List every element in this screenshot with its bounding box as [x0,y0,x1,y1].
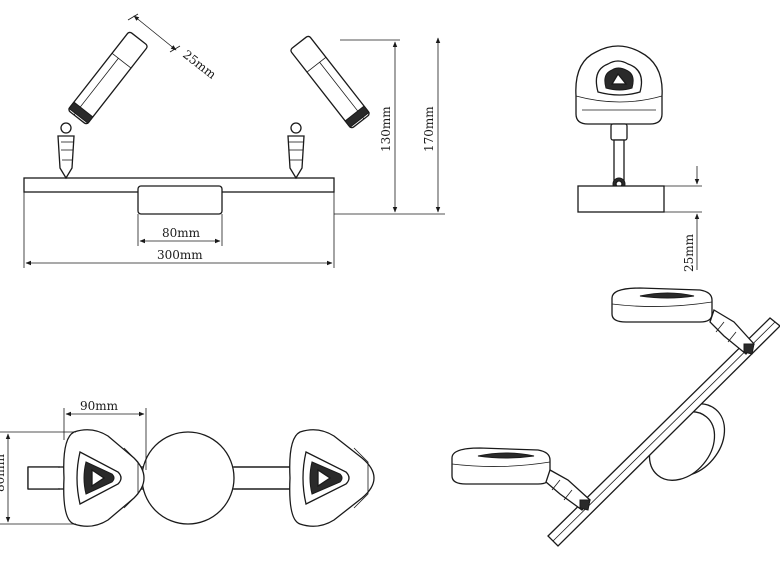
front-spot-left [57,31,148,180]
front-base [137,185,223,215]
iso-spot-upper [611,287,755,355]
dim-heights: 130mm 170mm [334,37,445,215]
top-view: 90mm 80mm [0,399,375,527]
side-joint [610,123,628,141]
side-view: 25mm [575,45,702,272]
dim-head-width: 90mm [63,399,147,470]
label-head-width: 90mm [80,399,119,413]
front-view: 25mm 130mm 170mm 80mm 300mm [23,13,445,268]
label-total-width: 300mm [157,248,203,262]
label-height-outer: 170mm [422,106,436,152]
iso-view [451,287,780,547]
label-lens-diameter: 25mm [180,47,219,82]
label-side-depth: 25mm [682,233,696,272]
dim-side-depth: 25mm [664,166,702,272]
dim-total-width: 300mm [23,192,335,268]
dim-base-width: 80mm [137,214,223,246]
top-head-left [63,429,145,527]
top-head-right [289,429,375,527]
label-height-inner: 130mm [379,106,393,152]
top-base [141,431,235,525]
dim-head-height: 80mm [0,431,76,525]
side-stem [613,139,625,181]
iso-spot-lower [451,447,591,511]
label-base-width: 80mm [162,226,201,240]
side-base [577,185,665,213]
label-head-height: 80mm [0,453,7,492]
front-spot-right [287,35,370,180]
